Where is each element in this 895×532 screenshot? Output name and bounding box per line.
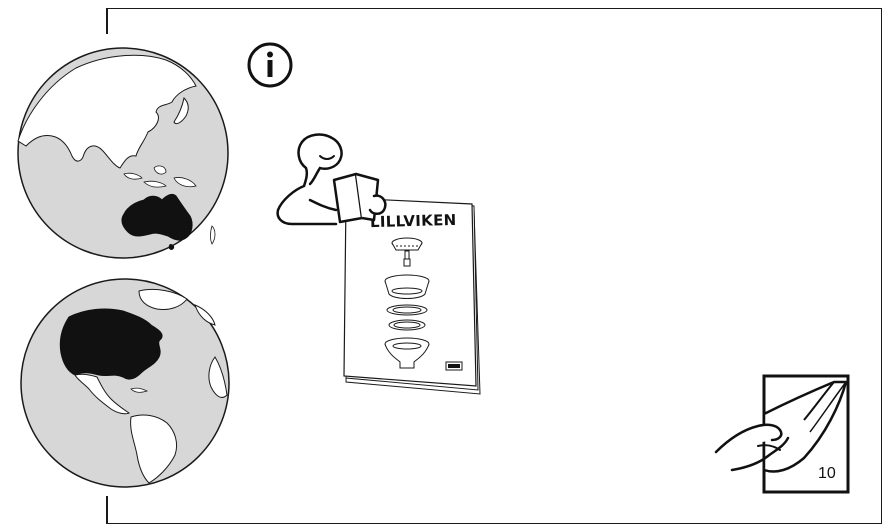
strainer-parts-icon [384, 237, 430, 369]
page-number: 10 [818, 465, 836, 482]
globe-north-america-icon [20, 278, 230, 488]
globe-australia-icon [17, 47, 229, 259]
instruction-booklet-icon [343, 197, 481, 395]
person-reading-manual-icon [276, 133, 387, 226]
page-frame-edge-bottom [106, 496, 108, 524]
page-frame [106, 8, 882, 524]
info-circle-icon [247, 42, 293, 88]
page-frame-edge-top [106, 8, 108, 34]
hand-turning-page-icon [714, 374, 850, 494]
